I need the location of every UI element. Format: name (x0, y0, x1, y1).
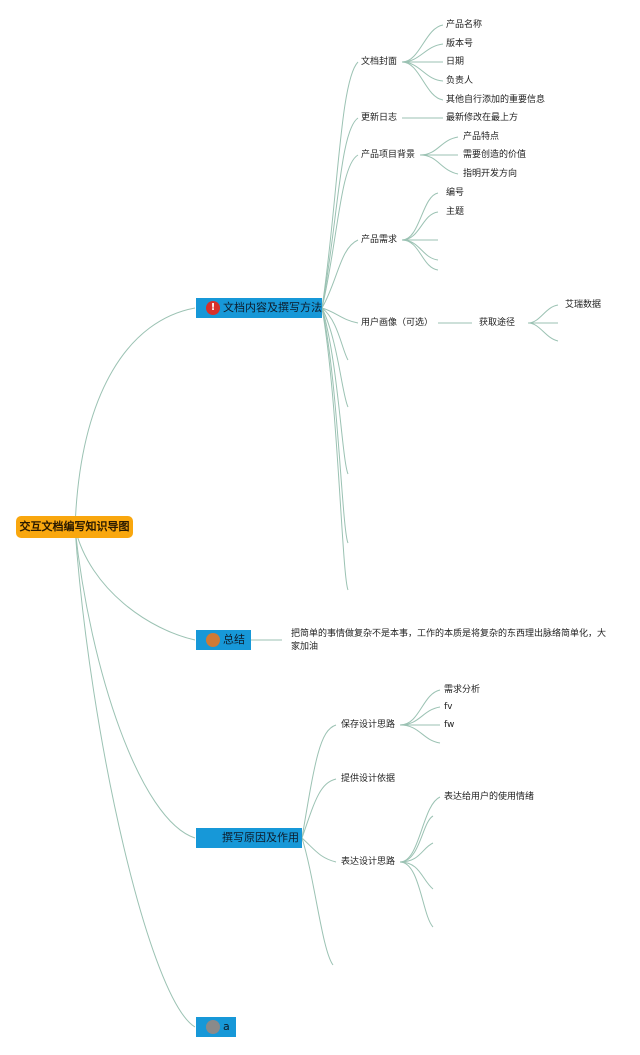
topic-design-basis[interactable]: 提供设计依据 (341, 774, 396, 784)
save-item[interactable]: fv (444, 702, 453, 712)
requirements-item[interactable]: 编号 (446, 188, 465, 198)
background-item[interactable]: 指明开发方向 (463, 169, 518, 179)
topic-requirements[interactable]: 产品需求 (361, 235, 398, 245)
link-b1-empty1 (321, 307, 349, 361)
requirements-item[interactable]: 主题 (446, 207, 465, 217)
topic-save-thinking[interactable]: 保存设计思路 (341, 720, 396, 730)
branch-reasons[interactable]: 撰写原因及作用 (196, 828, 302, 848)
cover-item[interactable]: 负责人 (446, 76, 474, 86)
background-item[interactable]: 产品特点 (463, 132, 500, 142)
branch-summary-label: 总结 (223, 633, 245, 646)
link-b1-requirements (321, 239, 359, 309)
branch-doc-content[interactable]: ! 文档内容及撰写方法 (196, 298, 322, 318)
link-b1-persona (321, 307, 359, 324)
link-b1-empty4 (321, 307, 349, 544)
link-b1-empty2 (321, 307, 349, 408)
topic-cover[interactable]: 文档封面 (361, 57, 398, 67)
cover-item[interactable]: 其他自行添加的重要信息 (446, 95, 546, 105)
link-b1-cover (321, 61, 359, 309)
background-item[interactable]: 需要创造的价值 (463, 150, 527, 160)
save-item[interactable]: 需求分析 (444, 685, 481, 695)
express-item[interactable]: 表达给用户的使用情绪 (444, 792, 535, 802)
link-b1-empty3 (321, 307, 349, 475)
branch-reasons-label: 撰写原因及作用 (222, 831, 299, 844)
cover-item[interactable]: 产品名称 (446, 20, 483, 30)
branch-summary[interactable]: 总结 (196, 630, 251, 650)
a-icon (206, 1020, 220, 1034)
alert-icon: ! (206, 301, 220, 315)
link-root-branch1 (74, 307, 196, 529)
topic-persona[interactable]: 用户画像（可选） (361, 318, 434, 328)
topic-changelog[interactable]: 更新日志 (361, 113, 398, 123)
save-item[interactable]: fw (444, 720, 455, 730)
branch-a-label: a (223, 1020, 230, 1033)
link-b1-empty5 (321, 307, 349, 591)
link-b1-changelog (321, 117, 359, 309)
root-topic[interactable]: 交互文档编写知识导图 (16, 516, 133, 538)
persona-source-item[interactable]: 艾瑞数据 (565, 300, 602, 310)
cover-item[interactable]: 版本号 (446, 39, 474, 49)
changelog-item[interactable]: 最新修改在最上方 (446, 113, 519, 123)
link-b1-background (321, 154, 359, 309)
topic-background[interactable]: 产品项目背景 (361, 150, 416, 160)
link-root-branch4 (74, 527, 196, 1028)
summary-text: 把简单的事情做复杂不是本事，工作的本质是将复杂的东西理出脉络简单化，大家加油 (291, 629, 607, 652)
topic-express-thinking[interactable]: 表达设计思路 (341, 857, 396, 867)
branch-doc-content-label: 文档内容及撰写方法 (223, 301, 322, 314)
branch-a[interactable]: a (196, 1017, 236, 1037)
link-root-branch3 (74, 527, 196, 839)
persona-source[interactable]: 获取途径 (479, 318, 516, 328)
link-root-branch2 (74, 527, 196, 641)
summary-icon (206, 633, 220, 647)
cover-item[interactable]: 日期 (446, 57, 465, 67)
